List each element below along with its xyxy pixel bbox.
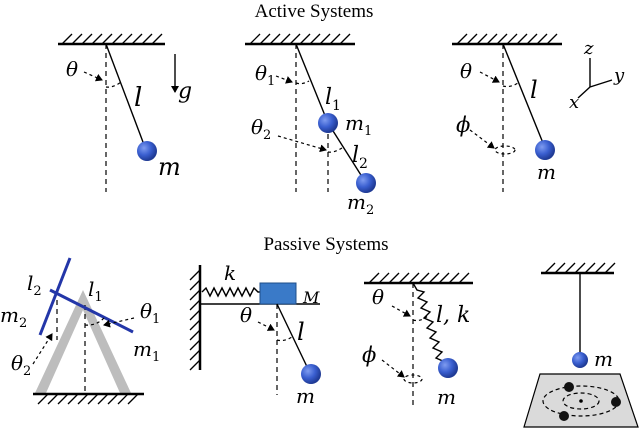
- phi-pointer: [469, 129, 495, 149]
- attractor-magnet: [564, 382, 574, 392]
- link-1: [49, 288, 134, 334]
- phi-rotation: [494, 145, 516, 155]
- pendulum-rod: [105, 43, 147, 151]
- l2-label: l2: [27, 271, 42, 299]
- l2-label: l2: [352, 143, 368, 172]
- mass-1: [318, 113, 338, 133]
- acrobot-panel: l2 l1 m2 θ1 θ2 m1: [0, 257, 160, 405]
- lower-rod: [327, 122, 367, 184]
- ceiling-hatch: [249, 33, 351, 45]
- x-axis: [577, 86, 591, 99]
- phi-pointer: [381, 359, 405, 378]
- pendulum-mass: [438, 358, 458, 378]
- spherical-pendulum-panel: θ l ϕ m: [452, 33, 562, 192]
- theta-pointer: [391, 305, 411, 317]
- coordinate-axes: z y x: [569, 38, 625, 113]
- length-label: l: [134, 83, 142, 113]
- upper-rod: [295, 43, 329, 124]
- phi-label: ϕ: [456, 113, 470, 137]
- pendulum-mass: [301, 364, 321, 384]
- orbit-pendulum-panel: m: [523, 262, 639, 428]
- pendulum-mass: [137, 141, 157, 161]
- m1-label: m1: [133, 337, 160, 365]
- theta1-pointer: [103, 317, 135, 328]
- spring-rod: [412, 282, 447, 367]
- theta1-label: θ1: [140, 299, 160, 327]
- theta-label: θ: [372, 285, 384, 309]
- x-axis-label: x: [569, 92, 579, 113]
- angle-arc: [412, 315, 429, 322]
- theta-pointer: [83, 71, 103, 82]
- spring-constant-label: k: [224, 261, 236, 285]
- spring-pendulum-panel: θ l, k ϕ m: [362, 272, 473, 409]
- angle-arc: [276, 336, 293, 342]
- theta1-label: θ1: [255, 61, 275, 89]
- passive-systems-heading: Passive Systems: [263, 234, 388, 255]
- theta1-arc: [84, 317, 105, 326]
- angle-arc-2: [327, 147, 343, 153]
- ceiling-hatch: [544, 262, 616, 274]
- attractor-magnet: [611, 397, 621, 407]
- length-label: l: [530, 76, 538, 104]
- theta-pointer: [257, 321, 275, 331]
- m2-label: m2: [347, 190, 374, 218]
- mass-2: [356, 173, 376, 193]
- mass-label: m: [537, 160, 556, 184]
- ground-hatch: [37, 393, 139, 405]
- theta1-pointer: [275, 75, 293, 84]
- length-label: l: [297, 318, 305, 346]
- theta-label: θ: [66, 57, 78, 81]
- mass-label: m: [437, 385, 456, 409]
- active-systems-heading: Active Systems: [255, 1, 374, 22]
- theta2-label: θ2: [251, 115, 271, 143]
- l1-label: l1: [88, 277, 103, 305]
- gravity-label: g: [178, 79, 192, 104]
- pendulum-rod: [502, 43, 546, 149]
- support-legs: [35, 290, 131, 393]
- cart-pendulum-panel: k M θ l m: [189, 261, 321, 408]
- pendulum-mass: [535, 140, 555, 160]
- angle-arc-1: [295, 80, 310, 85]
- z-axis-label: z: [583, 38, 594, 59]
- phi-label: ϕ: [362, 343, 376, 367]
- pendulum-mass: [572, 352, 588, 368]
- inner-orbit: [562, 392, 600, 410]
- theta2-pointer: [32, 333, 53, 365]
- y-axis-label: y: [613, 65, 625, 86]
- theta2-label: θ2: [11, 351, 31, 379]
- m1-label: m1: [345, 111, 372, 139]
- theta2-pointer: [277, 135, 327, 153]
- theta-pointer: [479, 71, 500, 83]
- simple-pendulum-panel: θ l m g: [58, 33, 192, 192]
- theta-label: θ: [240, 303, 252, 327]
- double-pendulum-panel: θ1 l1 m1 θ2 l2 m2: [245, 33, 376, 218]
- theta-label: θ: [460, 59, 472, 83]
- cart-mass-label: M: [302, 288, 320, 307]
- phi-rotation: [403, 374, 423, 384]
- mass-label: m: [296, 384, 315, 408]
- angle-arc: [502, 82, 519, 88]
- angle-arc: [105, 81, 122, 88]
- spring: [201, 286, 262, 298]
- mass-label: m: [594, 347, 613, 371]
- ceiling-hatch: [456, 33, 558, 45]
- l1-label: l1: [325, 85, 341, 114]
- length-spring-label: l, k: [436, 303, 470, 328]
- y-axis: [589, 79, 613, 88]
- m2-label: m2: [0, 303, 27, 331]
- pendulum-rod: [276, 303, 311, 374]
- ceiling-hatch: [368, 272, 470, 284]
- wall-hatch: [189, 269, 201, 371]
- mass-label: m: [158, 153, 181, 181]
- cart-block: [259, 282, 297, 305]
- link-2: [38, 257, 72, 336]
- orbit-center: [579, 399, 583, 403]
- attractor-magnet: [559, 411, 569, 421]
- ceiling-hatch: [61, 33, 163, 45]
